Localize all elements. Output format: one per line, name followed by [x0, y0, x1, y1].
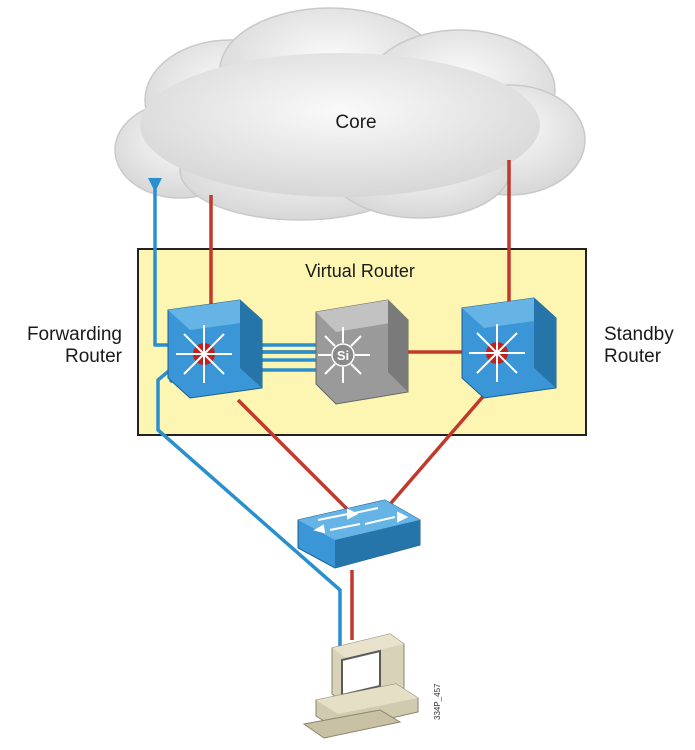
standby-router-label-line1: Standby — [604, 324, 674, 345]
standby-router-label-line2: Router — [604, 346, 662, 367]
forwarding-router-label-line2: Router — [64, 346, 122, 367]
si-glyph: Si — [337, 348, 349, 363]
virtual-router-device: Si — [315, 299, 409, 405]
forwarding-router-label-line1: Forwarding — [26, 324, 122, 345]
core-label: Core — [335, 112, 376, 133]
core-cloud — [114, 7, 586, 221]
forwarding-router-label: Forwarding Router — [8, 324, 122, 368]
standby-router — [461, 297, 557, 399]
workstation — [302, 633, 419, 739]
red-links — [209, 160, 511, 640]
figure-code: 334P_457 — [433, 683, 442, 720]
virtual-router-label: Virtual Router — [305, 261, 415, 281]
forwarding-router — [167, 299, 263, 399]
access-switch — [297, 499, 421, 569]
standby-router-label: Standby Router — [604, 324, 694, 368]
